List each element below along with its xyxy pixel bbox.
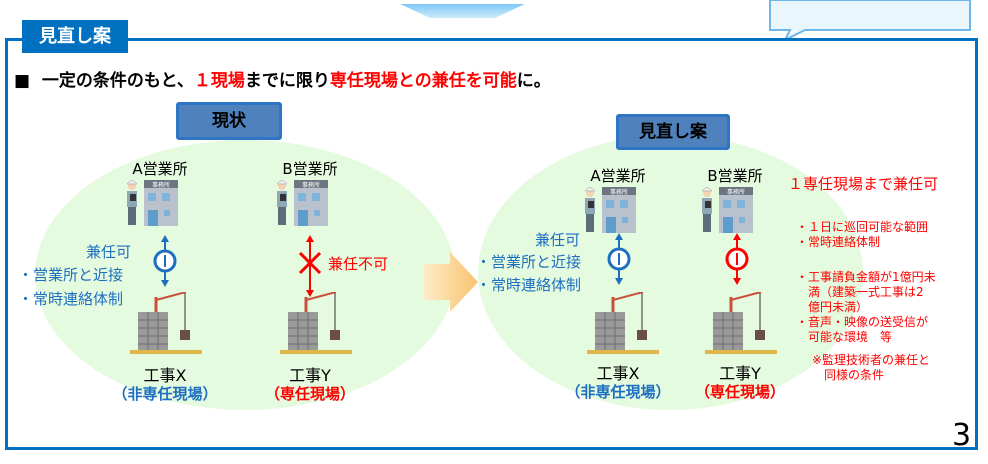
- proposal-ok-item: ・常時連絡体制: [476, 276, 582, 294]
- current-area: [35, 140, 455, 410]
- current-office-a-label: A営業所: [132, 160, 188, 178]
- proposal-area: [478, 135, 863, 410]
- not-allowed-label: 兼任不可: [328, 255, 389, 273]
- proposal-office-b-label: B営業所: [707, 167, 763, 185]
- conditions-list: ・１日に巡回可能な範囲 ・常時連絡体制 ・工事請負金額が1億円未 満（建築一式工…: [796, 220, 936, 383]
- not-allowed-link-icon: [298, 235, 322, 297]
- heading-text: に。: [516, 71, 551, 91]
- heading-text: 一定の条件のもと、: [41, 71, 194, 91]
- condition-item: 満（建築一式工事は2: [796, 285, 924, 299]
- current-ok-item: ・営業所と近接: [18, 266, 124, 284]
- office-a-worker-icon: 事務所: [122, 178, 182, 232]
- proposal-site-x-label: 工事X: [596, 364, 640, 383]
- proposal-frame: [5, 38, 978, 450]
- office-a-worker-icon: 事務所: [580, 185, 640, 239]
- allowed-link-icon: [607, 233, 631, 285]
- condition-item: ・音声・映像の送受信が: [796, 315, 929, 329]
- proposal-banner: 見直し案: [616, 114, 730, 150]
- footnote: ※監理技術者の兼任と: [812, 353, 931, 367]
- heading: ■ 一定の条件のもと、１現場までに限り専任現場との兼任を可能に。: [14, 66, 551, 91]
- proposal-site-y-label: 工事Y: [719, 364, 761, 383]
- proposal-site-y-type: （専任現場）: [694, 383, 785, 401]
- office-b-worker-icon: 事務所: [272, 178, 332, 232]
- bullet: ■: [14, 71, 31, 91]
- current-site-x-type: （非専任現場）: [112, 385, 218, 403]
- current-ok-item: ・常時連絡体制: [18, 290, 124, 308]
- proposal-ok-item: ・営業所と近接: [476, 253, 582, 271]
- site-y-construction-icon: [278, 291, 358, 361]
- transition-arrow-icon: [424, 252, 478, 312]
- current-banner: 現状: [176, 102, 282, 140]
- office-b-worker-icon: 事務所: [697, 185, 757, 239]
- allowed-link-icon: [153, 235, 177, 287]
- site-x-construction-icon: [128, 291, 208, 361]
- condition-item: ・１日に巡回可能な範囲: [796, 220, 929, 234]
- condition-item: 億円未満）: [796, 300, 869, 314]
- proposal-headline: １専任現場まで兼任可: [788, 175, 939, 193]
- current-ok-title: 兼任可: [86, 243, 132, 261]
- section-tab: 見直し案: [22, 20, 128, 53]
- heading-emphasis: １現場: [193, 71, 245, 91]
- current-office-b-label: B営業所: [282, 160, 338, 178]
- current-site-y-label: 工事Y: [289, 366, 331, 385]
- condition-item: ・工事請負金額が1億円未: [796, 270, 936, 284]
- proposal-office-a-label: A営業所: [590, 167, 646, 185]
- footnote: 同様の条件: [812, 368, 885, 382]
- limited-link-icon: [725, 233, 749, 285]
- current-site-y-type: （専任現場）: [264, 385, 355, 403]
- heading-text: までに限り: [244, 71, 330, 91]
- condition-item: 可能な環境 等: [796, 330, 893, 344]
- down-arrow-decoration: [400, 4, 525, 18]
- proposal-site-x-type: （非専任現場）: [565, 383, 671, 401]
- site-x-construction-icon: [585, 291, 665, 361]
- site-y-construction-icon: [703, 291, 783, 361]
- proposal-ok-title: 兼任可: [535, 231, 581, 249]
- heading-emphasis: 専任現場との兼任を可能: [329, 71, 517, 91]
- current-site-x-label: 工事X: [143, 366, 187, 385]
- callout-decoration: [769, 0, 971, 40]
- svg-text:事務所: 事務所: [610, 188, 628, 196]
- condition-item: ・常時連絡体制: [796, 235, 881, 249]
- page-number: 3: [952, 418, 972, 453]
- svg-text:事務所: 事務所: [152, 181, 170, 189]
- svg-text:事務所: 事務所: [727, 188, 745, 196]
- svg-text:事務所: 事務所: [302, 181, 320, 189]
